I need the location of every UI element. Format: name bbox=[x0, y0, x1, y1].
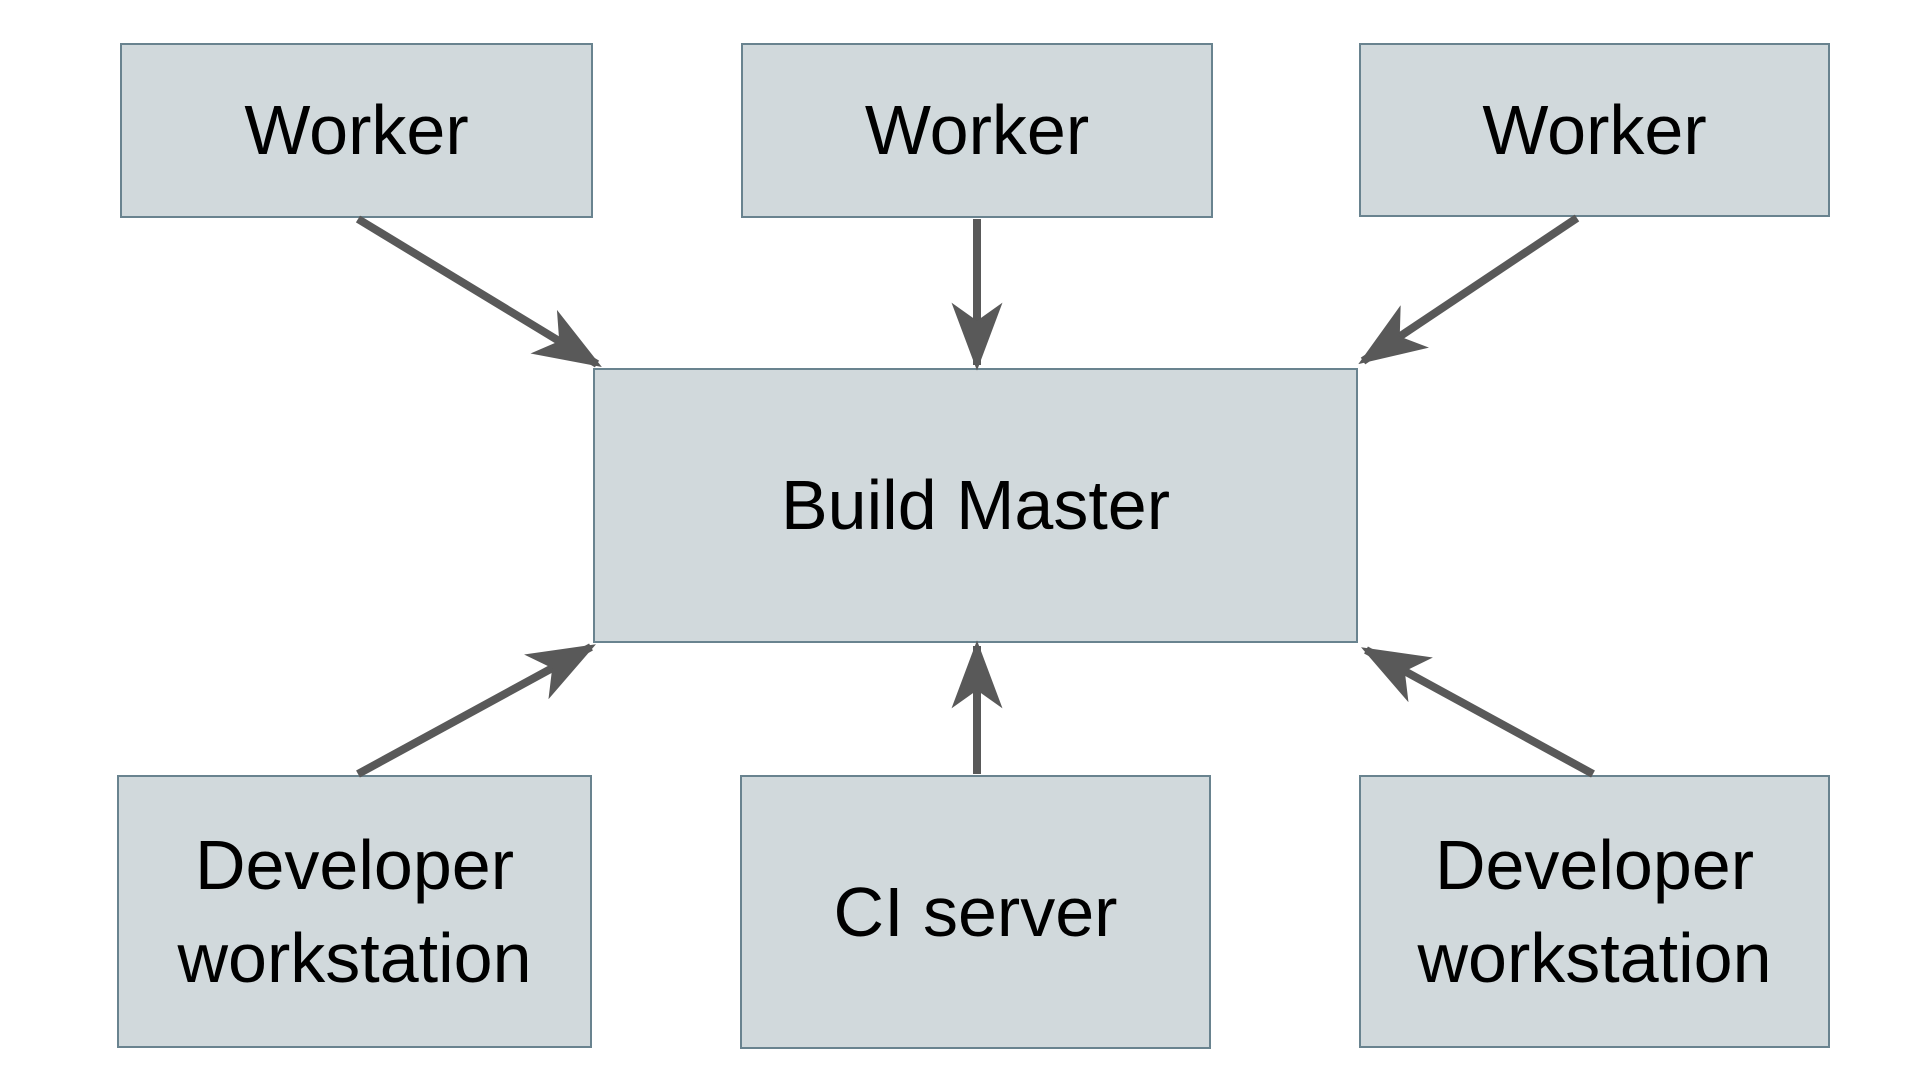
node-developer-workstation-2-label: Developer workstation bbox=[1417, 826, 1772, 997]
node-ci-server-label: CI server bbox=[833, 872, 1118, 951]
node-worker-3-label: Worker bbox=[1482, 90, 1707, 169]
node-developer-workstation-2: Developer workstation bbox=[1359, 775, 1830, 1048]
arrow-worker-1-to-build-master bbox=[355, 215, 602, 368]
arrow-developer-workstation-1-to-build-master bbox=[356, 643, 596, 778]
node-worker-3: Worker bbox=[1359, 43, 1830, 217]
node-developer-workstation-1-label: Developer workstation bbox=[177, 826, 532, 997]
node-build-master-label: Build Master bbox=[780, 466, 1171, 545]
node-ci-server: CI server bbox=[740, 775, 1211, 1049]
node-developer-workstation-1: Developer workstation bbox=[117, 775, 592, 1048]
node-worker-2: Worker bbox=[741, 43, 1213, 218]
arrow-worker-3-to-build-master bbox=[1358, 214, 1580, 365]
node-build-master: Build Master bbox=[593, 368, 1358, 643]
node-worker-1: Worker bbox=[120, 43, 593, 218]
node-worker-2-label: Worker bbox=[864, 91, 1090, 170]
node-worker-1-label: Worker bbox=[244, 91, 469, 170]
arrow-developer-workstation-2-to-build-master bbox=[1361, 646, 1595, 778]
